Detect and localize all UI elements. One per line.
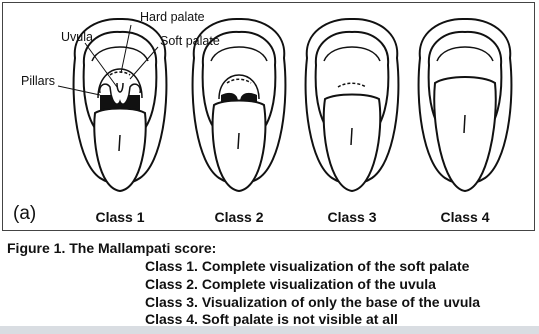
leader-pillars [58, 86, 100, 95]
class-3-label: Class 3 [307, 209, 397, 225]
hard-palate-dash [110, 72, 130, 75]
teeth-upper [437, 47, 493, 61]
caption-line-class-2: Class 2. Complete visualization of the u… [145, 276, 436, 292]
mallampati-diagram: Hard palate Uvula Soft palate Pillars [3, 3, 536, 232]
teeth-upper [324, 47, 380, 61]
tongue [434, 77, 496, 191]
mouth-class-3 [306, 19, 399, 191]
tongue-midline [464, 115, 465, 133]
soft-palate-dash [227, 79, 251, 83]
label-uvula: Uvula [61, 30, 93, 44]
uvula [117, 83, 123, 92]
figure-panel: Hard palate Uvula Soft palate Pillars (a… [2, 2, 535, 231]
panel-label: (a) [13, 203, 36, 225]
mouth-class-1 [74, 19, 167, 191]
class-4-label: Class 4 [420, 209, 510, 225]
soft-palate-dash [338, 83, 366, 87]
caption-line-class-3: Class 3. Visualization of only the base … [145, 294, 480, 310]
caption-line-class-4: Class 4. Soft palate is not visible at a… [145, 311, 398, 327]
caption-title: Figure 1. The Mallampati score: [7, 240, 216, 256]
class-2-label: Class 2 [194, 209, 284, 225]
tongue-midline [238, 133, 239, 149]
leader-uvula [85, 43, 117, 87]
label-hard-palate: Hard palate [140, 10, 205, 24]
teeth-upper [92, 47, 148, 61]
teeth-upper [211, 47, 267, 61]
tongue-midline [351, 128, 352, 145]
bottom-strip [0, 326, 539, 334]
tongue-midline [119, 135, 120, 151]
label-pillars: Pillars [21, 74, 55, 88]
tongue [324, 95, 381, 192]
tongue [213, 101, 266, 192]
caption-line-class-1: Class 1. Complete visualization of the s… [145, 258, 469, 274]
class-1-label: Class 1 [75, 209, 165, 225]
label-soft-palate: Soft palate [160, 34, 220, 48]
leader-soft-palate [130, 47, 158, 79]
mouth-class-4 [419, 19, 512, 191]
